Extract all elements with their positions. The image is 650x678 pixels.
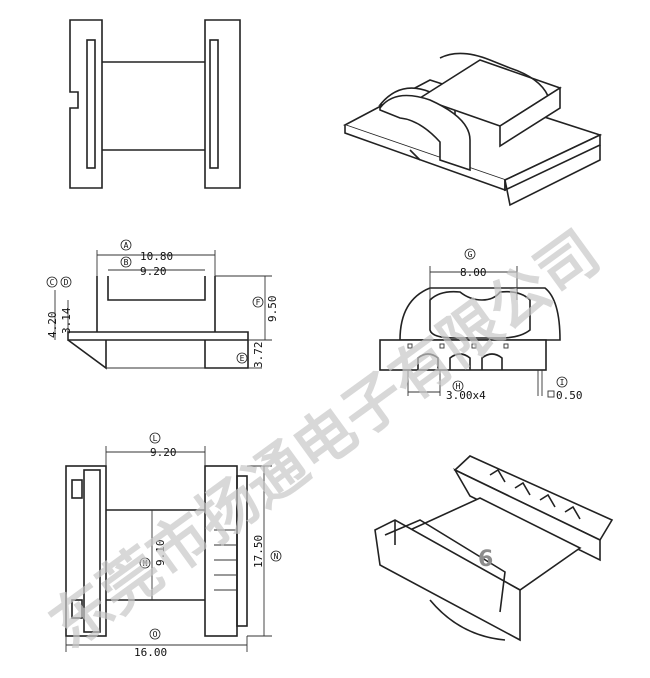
side-view: G 8.00 H 3.00x4 I 0.50	[379, 248, 583, 402]
dim-g: 8.00	[460, 266, 487, 279]
dim-h: 3.00x4	[446, 389, 486, 402]
tag-i: I	[560, 378, 565, 387]
dim-i: 0.50	[556, 389, 583, 402]
tag-g: G	[468, 250, 473, 259]
tag-a: A	[124, 241, 129, 250]
front-view: A 10.80 B 9.20 C D 4.20 3.14 F 9.50 E 3.…	[46, 239, 279, 370]
page-number: 6	[478, 547, 493, 572]
tag-l: L	[153, 434, 158, 443]
tag-h: H	[456, 382, 461, 391]
dim-f: 9.50	[266, 296, 279, 323]
dim-o: 16.00	[134, 646, 167, 659]
tag-n: N	[274, 552, 279, 561]
isometric-view-top	[342, 52, 603, 207]
tag-f: F	[256, 298, 261, 307]
tag-d: D	[64, 278, 69, 287]
top-view	[69, 19, 241, 189]
tag-o: O	[153, 630, 158, 639]
dim-l: 9.20	[150, 446, 177, 459]
tag-b: B	[124, 258, 129, 267]
tag-m: M	[143, 559, 148, 568]
bottom-view: L 9.20 M 9.10 N 17.50 O 16.00	[65, 432, 282, 659]
watermark-text: 东莞市扬通电子有限公司	[38, 218, 613, 663]
tag-c: C	[50, 278, 55, 287]
dim-c: 4.20	[46, 312, 59, 339]
dim-m: 9.10	[154, 540, 167, 567]
dim-e: 3.72	[252, 342, 265, 369]
tag-e: E	[240, 354, 245, 363]
dim-b: 9.20	[140, 265, 167, 278]
dim-d: 3.14	[60, 307, 73, 334]
isometric-view-bottom: 6	[374, 455, 614, 642]
dim-n: 17.50	[252, 535, 265, 568]
dim-a: 10.80	[140, 250, 173, 263]
